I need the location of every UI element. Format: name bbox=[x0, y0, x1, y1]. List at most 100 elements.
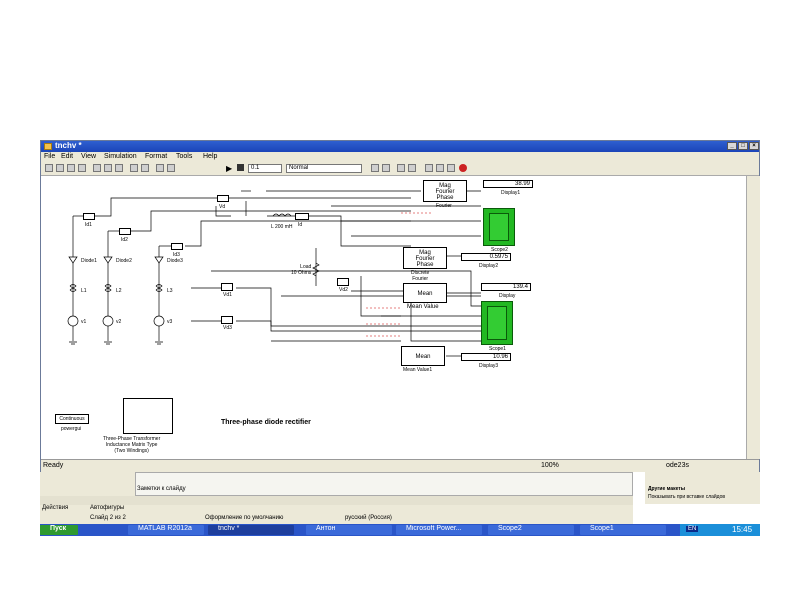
taskbar-item-anton[interactable]: Антон bbox=[306, 525, 392, 535]
sim-mode-select[interactable]: Normal bbox=[286, 164, 362, 173]
stop-time-input[interactable]: 0.1 bbox=[248, 164, 282, 173]
l3-label: L3 bbox=[167, 288, 173, 294]
id2-label: Id2 bbox=[121, 237, 128, 243]
vd3-label: Vd3 bbox=[223, 325, 232, 331]
menu-simulation[interactable]: Simulation bbox=[104, 153, 137, 160]
paste-icon[interactable] bbox=[115, 164, 123, 172]
scope2-label: Scope2 bbox=[491, 247, 508, 253]
ppt-slide-count: Слайд 2 из 2 bbox=[90, 515, 126, 521]
discrete-fourier-block[interactable]: Mag Fourier Phase bbox=[403, 247, 447, 269]
profiler-icon[interactable] bbox=[447, 164, 455, 172]
v2-label: v2 bbox=[116, 319, 122, 325]
menu-file[interactable]: File bbox=[44, 153, 56, 160]
print-icon[interactable] bbox=[78, 164, 86, 172]
vd1-label: Vd1 bbox=[223, 292, 232, 298]
ppt-draw-menu[interactable]: Действия bbox=[42, 505, 69, 511]
menu-view[interactable]: View bbox=[81, 153, 97, 160]
scope-icon[interactable] bbox=[436, 164, 444, 172]
open-icon[interactable] bbox=[56, 164, 64, 172]
mean-value-label: Mean Value bbox=[407, 304, 439, 310]
display2-label: Display2 bbox=[479, 263, 499, 269]
current-meter-id2[interactable] bbox=[119, 228, 131, 235]
ppt-design: Оформление по умолчанию bbox=[205, 515, 284, 521]
v3-label: v3 bbox=[167, 319, 173, 325]
ppt-other-layouts[interactable]: Другие макеты bbox=[648, 486, 686, 492]
menu-edit[interactable]: Edit bbox=[61, 153, 74, 160]
explorer-icon[interactable] bbox=[408, 164, 416, 172]
taskbar-item-scope2[interactable]: Scope2 bbox=[488, 525, 574, 535]
voltage-meter-vd1[interactable] bbox=[221, 283, 233, 291]
start-button[interactable]: Пуск bbox=[40, 525, 78, 535]
taskbar-item-matlab[interactable]: MATLAB R2012a bbox=[128, 525, 204, 535]
diagram-caption: Three-phase diode rectifier bbox=[221, 419, 311, 426]
minimize-button[interactable]: _ bbox=[727, 142, 737, 150]
simulink-window: tnchv * _ □ × File Edit View Simulation … bbox=[40, 140, 760, 472]
menu-help[interactable]: Help bbox=[203, 153, 218, 160]
copy-icon[interactable] bbox=[104, 164, 112, 172]
menu-format[interactable]: Format bbox=[145, 153, 168, 160]
menu-bar: File Edit View Simulation Format Tools H… bbox=[41, 152, 759, 162]
update-icon[interactable] bbox=[382, 164, 390, 172]
new-icon[interactable] bbox=[45, 164, 53, 172]
inductor-label: L 200 mH bbox=[271, 224, 293, 230]
scope1-label: Scope1 bbox=[489, 346, 506, 352]
title-bar[interactable]: tnchv * _ □ × bbox=[41, 141, 759, 152]
load-label: Load 10 Ohms bbox=[291, 264, 312, 276]
voltage-meter-vd3[interactable] bbox=[221, 316, 233, 324]
cut-icon[interactable] bbox=[93, 164, 101, 172]
taskbar: Пуск MATLAB R2012a tnchv * Антон Microso… bbox=[40, 524, 760, 536]
taskbar-item-powerpoint[interactable]: Microsoft Power... bbox=[396, 525, 482, 535]
build-icon[interactable] bbox=[371, 164, 379, 172]
current-meter-id3[interactable] bbox=[171, 243, 183, 250]
diode3-label: Diode3 bbox=[167, 258, 183, 264]
wiring bbox=[67, 190, 481, 425]
status-ready: Ready bbox=[43, 462, 64, 469]
ppt-task-pane: Другие макеты Показывать при вставке сла… bbox=[645, 472, 760, 504]
transformer-label: Three-Phase Transformer Inductance Matri… bbox=[103, 436, 161, 454]
library-icon[interactable] bbox=[156, 164, 164, 172]
fourier-block[interactable]: Mag Fourier Phase bbox=[423, 180, 467, 202]
ppt-view-bar bbox=[40, 496, 633, 505]
library-browser-icon[interactable] bbox=[425, 164, 433, 172]
clock: 15:45 bbox=[732, 525, 753, 534]
ppt-area: Заметки к слайду Действия Автофигуры Сла… bbox=[40, 472, 633, 524]
menu-tools[interactable]: Tools bbox=[176, 153, 193, 160]
id1-label: Id1 bbox=[85, 222, 92, 228]
voltage-meter-vd2[interactable] bbox=[337, 278, 349, 286]
status-zoom: 100% bbox=[541, 462, 559, 469]
current-meter-id1[interactable] bbox=[83, 213, 95, 220]
taskbar-item-tnchv[interactable]: tnchv * bbox=[208, 525, 294, 535]
current-meter-id[interactable] bbox=[295, 213, 309, 220]
ppt-notes[interactable]: Заметки к слайду bbox=[137, 486, 186, 492]
close-button[interactable]: × bbox=[749, 142, 759, 150]
model-browser-icon[interactable] bbox=[397, 164, 405, 172]
redo-icon[interactable] bbox=[141, 164, 149, 172]
mean-value-block[interactable]: Mean bbox=[403, 283, 447, 303]
save-icon[interactable] bbox=[67, 164, 75, 172]
maximize-button[interactable]: □ bbox=[738, 142, 748, 150]
ppt-show-on-insert[interactable]: Показывать при вставке слайдов bbox=[648, 494, 726, 500]
record-icon[interactable] bbox=[459, 164, 467, 172]
debug-icon[interactable] bbox=[167, 164, 175, 172]
status-bar: Ready 100% ode23s bbox=[41, 459, 759, 472]
play-icon[interactable]: ▶ bbox=[226, 164, 233, 173]
model-canvas[interactable]: Id1 Id2 Id3 Id Vd Vd1 Vd2 Vd3 Diode1 Dio… bbox=[41, 176, 746, 459]
vertical-scrollbar[interactable] bbox=[746, 176, 760, 459]
mean-value1-block[interactable]: Mean bbox=[401, 346, 445, 366]
v1-label: v1 bbox=[81, 319, 87, 325]
id-label: Id bbox=[298, 222, 303, 228]
scope2-block[interactable] bbox=[483, 208, 515, 246]
language-indicator[interactable]: EN bbox=[686, 526, 699, 532]
vd-label: Vd bbox=[219, 204, 226, 210]
transformer-block[interactable] bbox=[123, 398, 173, 434]
display-value: 139.4 bbox=[481, 283, 531, 291]
taskbar-item-scope1[interactable]: Scope1 bbox=[580, 525, 666, 535]
ppt-autoshapes[interactable]: Автофигуры bbox=[90, 505, 125, 511]
scope1-block[interactable] bbox=[481, 301, 513, 345]
mean-value1-label: Mean Value1 bbox=[403, 367, 433, 373]
stop-icon[interactable] bbox=[237, 164, 244, 171]
simulink-logo-icon bbox=[44, 143, 52, 150]
undo-icon[interactable] bbox=[130, 164, 138, 172]
voltage-meter-vd[interactable] bbox=[217, 195, 229, 202]
powergui-block[interactable]: Continuous bbox=[55, 414, 89, 424]
